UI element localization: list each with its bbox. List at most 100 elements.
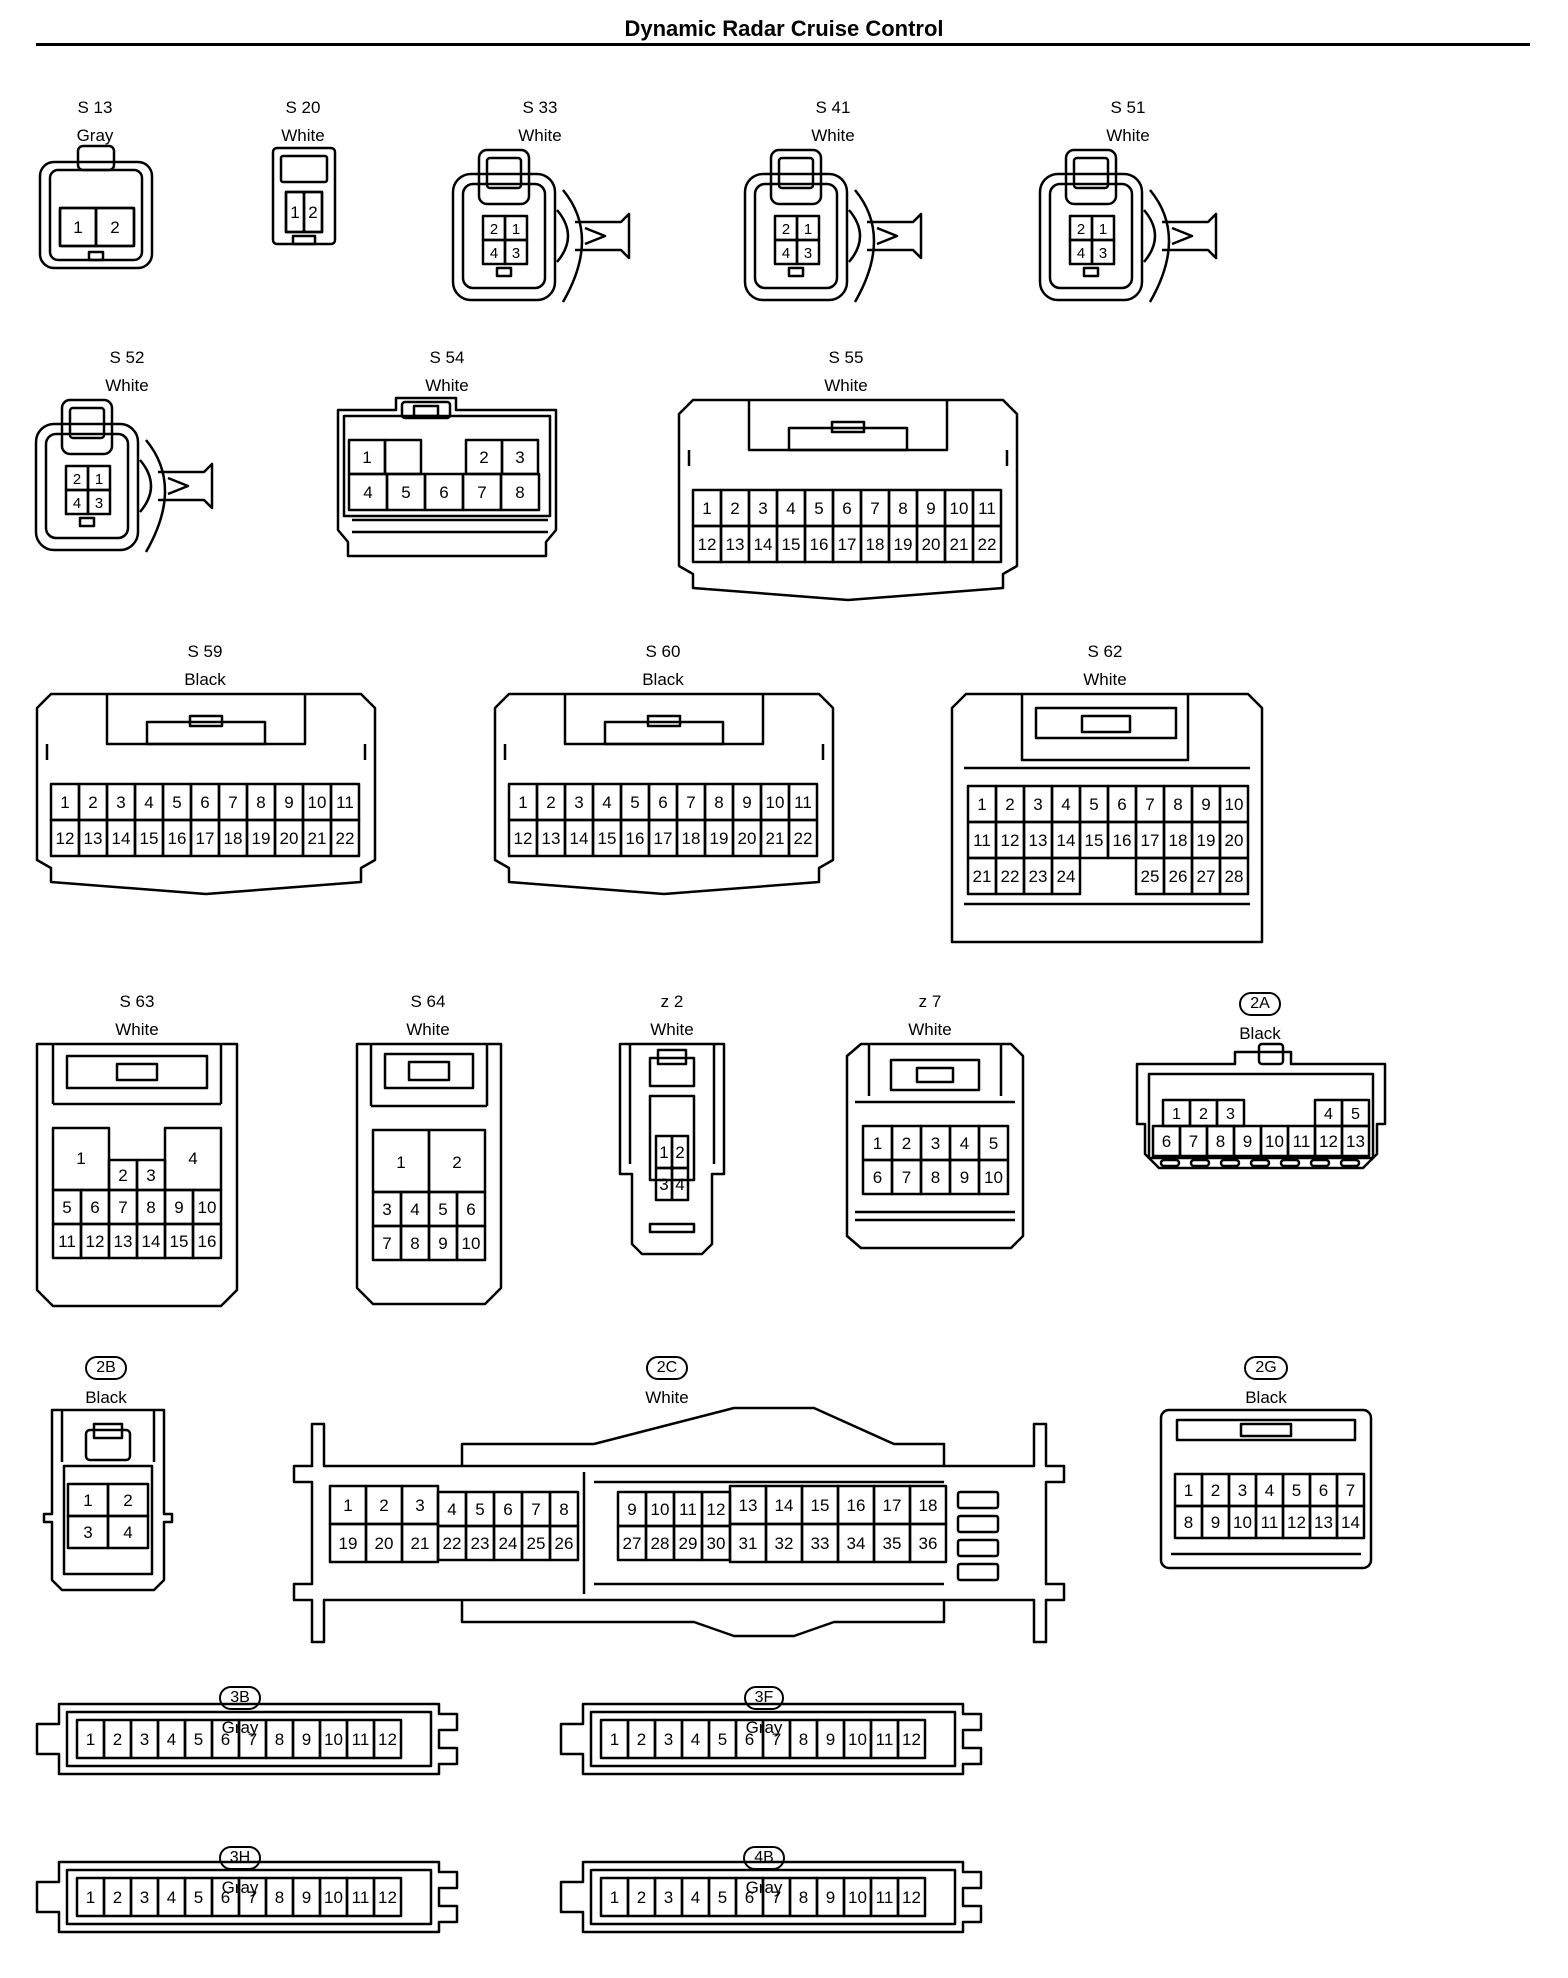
pin-number: 7	[382, 1234, 391, 1253]
pin-number: 9	[284, 793, 293, 812]
connector-color: Black	[184, 670, 226, 689]
connector-color: Gray	[745, 1718, 783, 1737]
pin-number: 13	[542, 829, 561, 848]
connector-id: 2C	[645, 1356, 689, 1380]
connector-id: z 7	[918, 992, 942, 1011]
pin-number: 2	[637, 1730, 646, 1749]
pin-number: 1	[290, 203, 299, 222]
pin-number: 19	[894, 535, 913, 554]
pin-number: 9	[826, 1730, 835, 1749]
pin-cell	[1050, 856, 1082, 896]
pin-number: 29	[679, 1534, 698, 1553]
pin-number: 4	[447, 1500, 456, 1519]
pin-number: 1	[362, 448, 371, 467]
pin-number: 5	[718, 1888, 727, 1907]
pin-number: 10	[984, 1168, 1003, 1187]
pin-cell	[896, 1718, 927, 1760]
pin-cell	[977, 1158, 1010, 1196]
diagram-title: Dynamic Radar Cruise Control	[624, 16, 944, 41]
connector-color: White	[811, 126, 855, 145]
pin-number: 16	[847, 1496, 866, 1515]
pin-number: 3	[931, 1134, 940, 1153]
pin-number: 25	[527, 1534, 546, 1553]
pin-number: 30	[707, 1534, 726, 1553]
pin-number: 4	[188, 1149, 197, 1168]
pin-number: 7	[1145, 795, 1154, 814]
pin-number: 9	[302, 1888, 311, 1907]
pin-number: 17	[1141, 831, 1160, 850]
pin-number: 1	[804, 222, 812, 238]
connector-id: S 52	[109, 348, 145, 367]
pin-number: 7	[870, 499, 879, 518]
pin-number: 2	[113, 1730, 122, 1749]
pin-number: 19	[339, 1534, 358, 1553]
pin-number: 9	[1211, 1513, 1220, 1532]
connector-color: Black	[1245, 1388, 1287, 1407]
pin-cell	[106, 1514, 150, 1550]
pin-number: 2	[113, 1888, 122, 1907]
pin-number: 2	[452, 1153, 461, 1172]
pin-number: 1	[512, 222, 520, 238]
pin-number: 6	[90, 1198, 99, 1217]
pin-number: 3	[382, 1200, 391, 1219]
pin-number: 4	[675, 1175, 684, 1194]
pin-number: 11	[58, 1232, 76, 1251]
pin-number: 15	[140, 829, 159, 848]
pin-number: 2	[110, 218, 119, 237]
pin-number: 1	[659, 1143, 668, 1162]
pin-number: 9	[438, 1234, 447, 1253]
pin-number: 9	[960, 1168, 969, 1187]
pin-number: 20	[922, 535, 941, 554]
pin-number: 7	[772, 1888, 781, 1907]
pin-number: 2	[490, 222, 498, 238]
pin-number: 4	[786, 499, 795, 518]
pin-number: 11	[679, 1500, 697, 1519]
pin-number: 18	[866, 535, 885, 554]
pin-number: 21	[308, 829, 327, 848]
connector-color: White	[824, 376, 868, 395]
pin-number: 1	[60, 793, 69, 812]
pin-number: 6	[873, 1168, 882, 1187]
pin-number: 1	[610, 1888, 619, 1907]
pin-cell	[329, 818, 361, 858]
pin-number: 31	[739, 1534, 758, 1553]
pin-number: 8	[275, 1730, 284, 1749]
pin-number: 13	[1314, 1513, 1333, 1532]
pin-number: 2	[730, 499, 739, 518]
pin-number: 27	[1197, 867, 1216, 886]
pin-number: 7	[772, 1730, 781, 1749]
pin-number: 4	[363, 483, 372, 502]
pin-number: 8	[515, 483, 524, 502]
pin-number: 3	[415, 1496, 424, 1515]
pin-number: 22	[443, 1534, 462, 1553]
pin-number: 3	[574, 793, 583, 812]
pin-number: 10	[848, 1730, 867, 1749]
pin-number: 10	[848, 1888, 867, 1907]
pin-number: 7	[477, 483, 486, 502]
pin-number: 3	[140, 1730, 149, 1749]
pin-number: 17	[196, 829, 215, 848]
pin-number: 6	[200, 793, 209, 812]
pin-number: 2	[902, 1134, 911, 1153]
pin-number: 15	[170, 1232, 189, 1251]
connector-color: Gray	[221, 1718, 259, 1737]
connector-color: White	[281, 126, 325, 145]
pin-cell	[787, 818, 819, 858]
connector-color: White	[425, 376, 469, 395]
connector-id: S 33	[522, 98, 558, 117]
pin-number: 13	[1029, 831, 1048, 850]
pin-number: 3	[83, 1523, 92, 1542]
